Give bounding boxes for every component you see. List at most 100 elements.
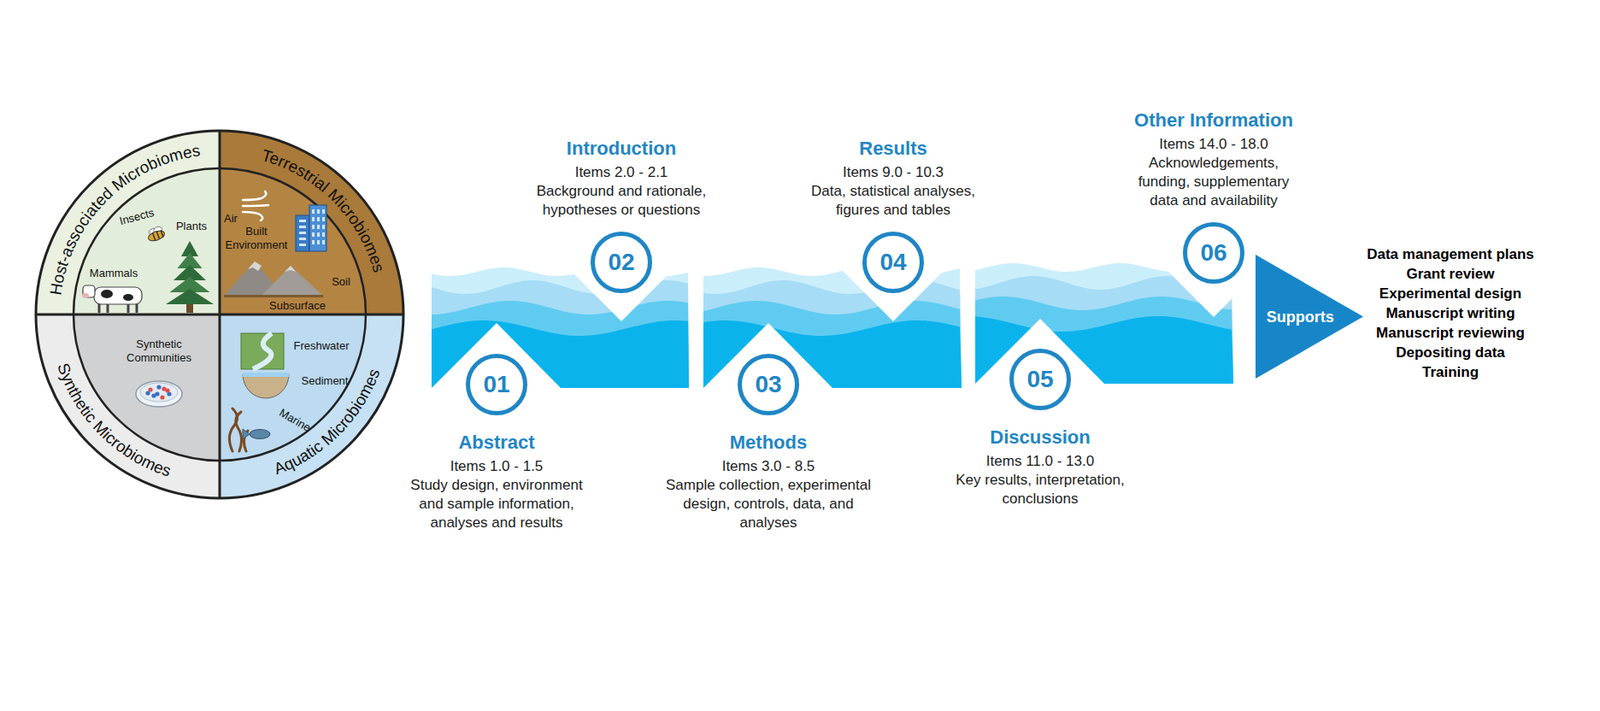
microbiome-wheel	[35, 130, 404, 499]
section-items: Items 1.0 - 1.5	[400, 457, 594, 477]
use-case-item: Depositing data	[1395, 344, 1506, 362]
window	[317, 209, 320, 214]
tree-icon	[165, 241, 214, 313]
section-text: MethodsItems 3.0 - 8.5Sample collection,…	[664, 431, 874, 533]
cow-head	[82, 285, 95, 298]
mountain	[261, 265, 324, 296]
fish-tail	[242, 429, 250, 440]
section-text: IntroductionItems 2.0 - 2.1Background an…	[525, 137, 718, 220]
section-number: 06	[1200, 240, 1227, 266]
category-label: Aquatic Microbiomes	[271, 366, 384, 479]
use-case-item: Data management plans	[1366, 246, 1535, 264]
section-items: Items 2.0 - 2.1	[525, 163, 718, 183]
section-number: 05	[1026, 366, 1053, 393]
habitat-label: Freshwater	[293, 339, 349, 353]
window	[317, 240, 320, 245]
sediment-icon	[242, 372, 289, 399]
window	[322, 240, 325, 245]
microbe-dot	[151, 393, 156, 398]
section-circle: 06Other InformationItems 14.0 - 18.0Ackn…	[1182, 222, 1245, 284]
bee-icon	[145, 225, 166, 243]
section-circle: 03MethodsItems 3.0 - 8.5Sample collectio…	[737, 353, 800, 416]
use-case-item: Training	[1422, 364, 1479, 382]
use-case-item: Experimental design	[1379, 285, 1522, 303]
quadrant-core	[73, 168, 220, 315]
building	[295, 215, 310, 252]
mountain-snow	[247, 261, 262, 271]
habitat-icons	[82, 191, 327, 452]
wind-line	[242, 205, 269, 206]
window	[299, 231, 306, 235]
section-circle: 05DiscussionItems 11.0 - 13.0Key results…	[1009, 348, 1071, 411]
window	[322, 224, 325, 230]
section-title: Abstract	[400, 431, 594, 454]
section-title: Other Information	[1128, 109, 1300, 132]
window	[299, 243, 306, 247]
ring-labels: Host-associated Microbiomes Terrestrial M…	[46, 141, 389, 480]
marine-icon	[229, 408, 271, 452]
section-description: Acknowledgements, funding, supplementary…	[1128, 153, 1300, 211]
window	[311, 240, 315, 245]
section-number: 02	[607, 249, 635, 276]
category-label-path: Aquatic Microbiomes	[271, 366, 384, 479]
habitat-label: Plants	[176, 219, 207, 234]
microbe-dot	[164, 388, 170, 393]
seaweed	[235, 411, 242, 452]
cow-spot	[123, 294, 134, 301]
supports-arrow: Supports	[1255, 254, 1364, 379]
petri-dish-icon	[135, 381, 183, 407]
window	[311, 209, 315, 214]
section-title: Results	[790, 137, 996, 160]
section-description: Sample collection, experimental design, …	[664, 476, 874, 533]
habitat-label: Sediment	[301, 374, 349, 389]
wheel-divider	[218, 130, 222, 499]
window	[311, 217, 315, 222]
quadrant-core	[219, 314, 366, 461]
section-text: DiscussionItems 11.0 - 13.0Key results, …	[935, 426, 1146, 509]
section-title: Discussion	[935, 426, 1146, 449]
wind-line	[242, 191, 266, 200]
bee-stripe	[160, 229, 164, 237]
section-circle: 02IntroductionItems 2.0 - 2.1Background …	[590, 231, 653, 294]
wheel-outline	[35, 130, 404, 499]
arrow-triangle	[1255, 254, 1364, 379]
dish-inner	[140, 382, 178, 402]
microbe-dot	[156, 384, 161, 389]
quadrant-ring	[35, 130, 220, 315]
section-circle: 04ResultsItems 9.0 - 10.3Data, statistic…	[862, 231, 924, 294]
category-label: Host-associated Microbiomes	[46, 141, 201, 296]
section-items: Items 9.0 - 10.3	[790, 163, 996, 183]
sediment-bowl	[242, 374, 289, 399]
use-case-item: Grant review	[1406, 265, 1495, 283]
window	[311, 232, 315, 237]
section-number: 03	[754, 371, 782, 398]
section-number: 01	[482, 371, 510, 398]
freshwater-icon	[241, 333, 284, 370]
section-title: Introduction	[525, 137, 718, 160]
window	[322, 217, 325, 222]
microbe-dot	[159, 394, 165, 400]
window	[317, 232, 320, 237]
use-case-item: Manuscript writing	[1385, 305, 1515, 323]
section-items: Items 14.0 - 18.0	[1128, 135, 1300, 154]
habitat-label: Soil	[331, 275, 351, 289]
section-text: ResultsItems 9.0 - 10.3Data, statistical…	[790, 137, 996, 220]
water-band	[242, 372, 289, 377]
category-label-path: Terrestrial Microbiomes	[259, 146, 389, 275]
microbe-dot	[145, 390, 150, 395]
category-label-path: Synthetic Microbiomes	[53, 360, 174, 481]
section-description: Study design, environment and sample inf…	[400, 476, 594, 533]
section-number: 04	[879, 249, 906, 276]
mountain-icon	[223, 261, 324, 298]
window	[322, 209, 325, 214]
window	[317, 224, 320, 230]
section-circle: 01AbstractItems 1.0 - 1.5Study design, e…	[465, 353, 528, 416]
river	[252, 333, 272, 370]
habitat-label: Subsurface	[269, 299, 326, 313]
section-description: Background and rationale, hypotheses or …	[525, 182, 718, 220]
habitat-label: Air	[223, 211, 238, 226]
bee-stripe	[156, 231, 159, 239]
